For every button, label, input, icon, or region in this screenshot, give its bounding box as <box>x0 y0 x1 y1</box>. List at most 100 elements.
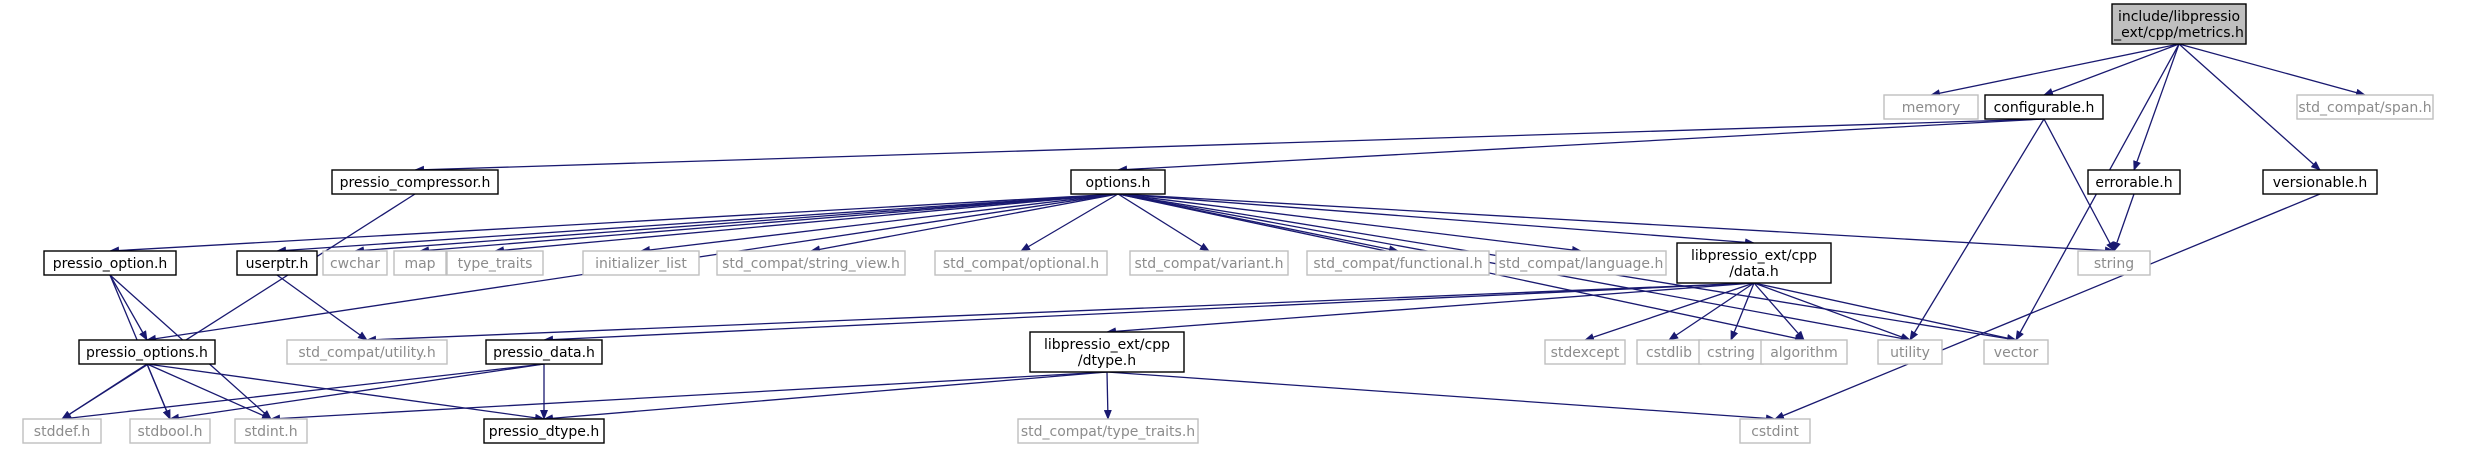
edge-data-to-vector <box>1753 282 2017 342</box>
node-label: errorable.h <box>2095 175 2172 191</box>
node-libpressio-ext-cpp-dtype-h[interactable]: libpressio_ext/cpp/dtype.h <box>1029 331 1185 373</box>
edge-options-to-poption <box>109 193 1119 255</box>
node-label: utility <box>1890 345 1930 361</box>
node-label: pressio_compressor.h <box>340 175 491 191</box>
node-box <box>582 250 700 276</box>
edge-options-to-userptr <box>276 193 1119 255</box>
edge-configurable-to-utility <box>1909 118 2045 341</box>
edge-options-to-type_traits <box>494 193 1119 255</box>
node-pressio-data-h[interactable]: pressio_data.h <box>485 339 603 365</box>
node-label: userptr.h <box>246 256 309 272</box>
edge-options-to-sv <box>810 193 1119 254</box>
edge-options-to-cwchar <box>354 193 1119 255</box>
edge-options-to-data <box>1117 193 1755 247</box>
edge-dtype-to-cstdint <box>1106 371 1776 423</box>
node-vector: vector <box>1983 339 2049 365</box>
node-algorithm: algorithm <box>1760 339 1848 365</box>
node-pressio-compressor-h[interactable]: pressio_compressor.h <box>331 169 499 195</box>
node-box <box>2111 3 2247 45</box>
edge-configurable-to-compressor <box>414 118 2045 174</box>
node-box <box>1983 339 2049 365</box>
node-box <box>1029 331 1185 373</box>
node-box <box>1544 339 1626 365</box>
node-initializer-list: initializer_list <box>582 250 700 276</box>
node-box <box>2296 94 2434 120</box>
node-label: std_compat/string_view.h <box>722 256 900 272</box>
edge-metrics-to-span <box>2178 43 2366 97</box>
node-label: std_compat/language.h <box>1499 256 1664 272</box>
node-label: cstring <box>1707 345 1755 361</box>
node-utility: utility <box>1877 339 1943 365</box>
node-configurable-h[interactable]: configurable.h <box>1984 94 2104 120</box>
node-box <box>446 250 544 276</box>
node-libpressio-ext-cpp-data-h[interactable]: libpressio_ext/cpp/data.h <box>1676 242 1832 284</box>
node-label: configurable.h <box>1994 100 2095 116</box>
node-label: cstdlib <box>1646 345 1692 361</box>
node-memory: memory <box>1883 94 1979 120</box>
edge-metrics-to-errorable <box>2133 43 2180 171</box>
edge-dtype-to-pdtype <box>543 371 1108 423</box>
edge-options-to-map <box>419 193 1119 255</box>
edge-data-to-cstring <box>1730 282 1755 341</box>
node-box <box>1017 418 1199 444</box>
edge-poptions-to-pdtype <box>146 363 545 422</box>
edge-options-to-language <box>1117 193 1582 254</box>
edge-poptions-to-stdbool <box>146 363 171 420</box>
node-userptr-h[interactable]: userptr.h <box>236 250 318 276</box>
node-std-compat-functional-h: std_compat/functional.h <box>1306 250 1490 276</box>
node-cstring: cstring <box>1698 339 1764 365</box>
node-cstdint: cstdint <box>1739 418 1811 444</box>
node-label: initializer_list <box>595 256 687 272</box>
edge-options-to-string <box>1117 193 2115 255</box>
node-map: map <box>393 250 447 276</box>
node-stdexcept: stdexcept <box>1544 339 1626 365</box>
node-box <box>22 418 102 444</box>
node-pressio-options-h[interactable]: pressio_options.h <box>78 339 216 365</box>
edge-data-to-dtype <box>1106 282 1755 336</box>
node-label: stdint.h <box>244 424 297 440</box>
node-label: memory <box>1902 100 1961 116</box>
node-label: stddef.h <box>34 424 90 440</box>
node-label: std_compat/utility.h <box>298 345 435 361</box>
node-box <box>1676 242 1832 284</box>
node-label: include/libpressio <box>2118 9 2240 25</box>
node-options-h[interactable]: options.h <box>1070 169 1166 195</box>
node-label: /dtype.h <box>1078 353 1136 369</box>
node-errorable-h[interactable]: errorable.h <box>2087 169 2181 195</box>
node-label: versionable.h <box>2273 175 2368 191</box>
node-label: _ext/cpp/metrics.h <box>2113 25 2244 41</box>
node-label: options.h <box>1086 175 1151 191</box>
edge-pdata-to-stdbool <box>169 363 545 422</box>
node-include-libpressio-ext-cpp-metrics-h[interactable]: include/libpressio_ext/cpp/metrics.h <box>2111 3 2247 45</box>
node-box <box>322 250 388 276</box>
node-box <box>1883 94 1979 120</box>
node-label: stdbool.h <box>138 424 203 440</box>
node-box <box>1636 339 1702 365</box>
node-box <box>1877 339 1943 365</box>
node-box <box>236 250 318 276</box>
node-box <box>43 250 177 276</box>
edge-data-to-utility <box>1753 282 1911 341</box>
edge-data-to-utilh <box>366 282 1755 344</box>
node-box <box>716 250 906 276</box>
edge-data-to-algorithm <box>1753 282 1805 341</box>
node-versionable-h[interactable]: versionable.h <box>2262 169 2378 195</box>
node-label: libpressio_ext/cpp <box>1691 248 1817 264</box>
node-box <box>1984 94 2104 120</box>
edge-configurable-to-string <box>2043 118 2115 252</box>
edge-userptr-to-utilh <box>276 274 368 341</box>
node-label: vector <box>1994 345 2039 361</box>
node-box <box>1495 250 1667 276</box>
node-pressio-option-h[interactable]: pressio_option.h <box>43 250 177 276</box>
edge-data-to-pdata <box>543 282 1755 344</box>
node-std-compat-span-h: std_compat/span.h <box>2296 94 2434 120</box>
node-pressio-dtype-h[interactable]: pressio_dtype.h <box>483 418 605 444</box>
node-label: pressio_options.h <box>86 345 208 361</box>
node-box <box>78 339 216 365</box>
node-box <box>1698 339 1764 365</box>
edge-errorable-to-string <box>2113 193 2135 252</box>
node-label: std_compat/span.h <box>2298 100 2431 116</box>
node-label: type_traits <box>458 256 533 272</box>
node-box <box>2077 250 2151 276</box>
